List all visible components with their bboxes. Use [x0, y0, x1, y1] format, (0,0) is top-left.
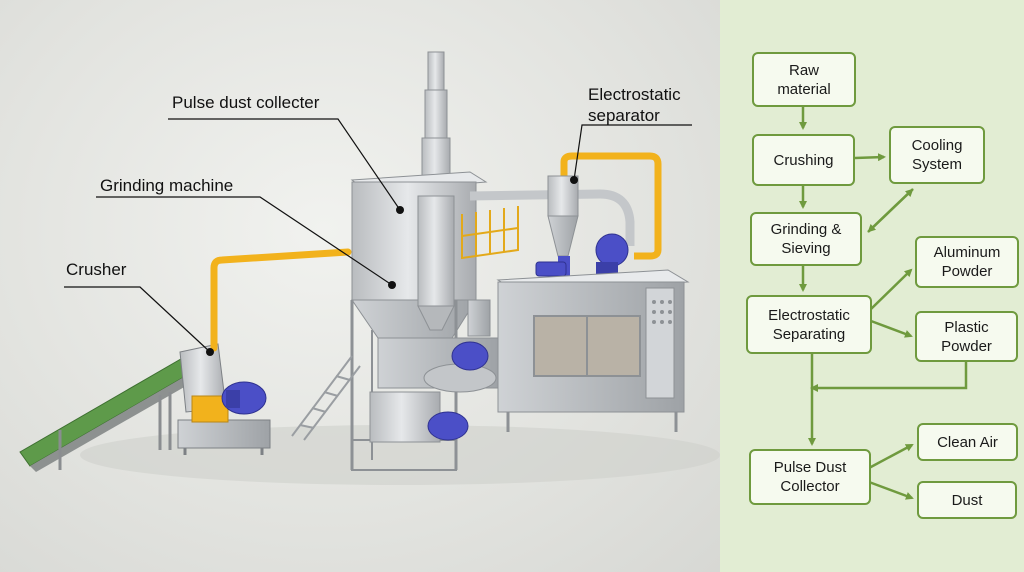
label-crusher: Crusher	[66, 260, 127, 279]
equipment-illustration: Pulse dust collecter Grinding machine Cr…	[0, 0, 720, 572]
machinery-drawing	[19, 51, 720, 485]
callout-dot	[206, 348, 214, 356]
label-electrostatic-separator: Electrostatic separator	[588, 85, 681, 125]
air-duct	[469, 189, 635, 246]
output-clean-air: Clean Air	[917, 423, 1018, 461]
pulse-dust-collector-unit	[350, 171, 488, 471]
stairs	[291, 355, 361, 441]
crusher-unit	[177, 343, 271, 455]
step-grinding-sieving: Grinding &Sieving	[750, 212, 862, 266]
label-pulse-dust-collector: Pulse dust collecter	[172, 93, 320, 112]
electrostatic-separator-cabinet	[496, 269, 690, 432]
output-dust: Dust	[917, 481, 1017, 519]
label-grinding-machine: Grinding machine	[100, 176, 234, 195]
platform-railing	[461, 206, 519, 260]
callout-dot	[396, 206, 404, 214]
separator-pipe	[560, 152, 662, 260]
callout-dot	[388, 281, 396, 289]
step-crushing: Crushing	[752, 134, 855, 186]
grinding-unit	[369, 299, 499, 443]
callout-dot	[570, 176, 578, 184]
feed-pipe	[210, 248, 352, 352]
callout-lines	[64, 118, 692, 353]
cyclone	[535, 175, 629, 277]
